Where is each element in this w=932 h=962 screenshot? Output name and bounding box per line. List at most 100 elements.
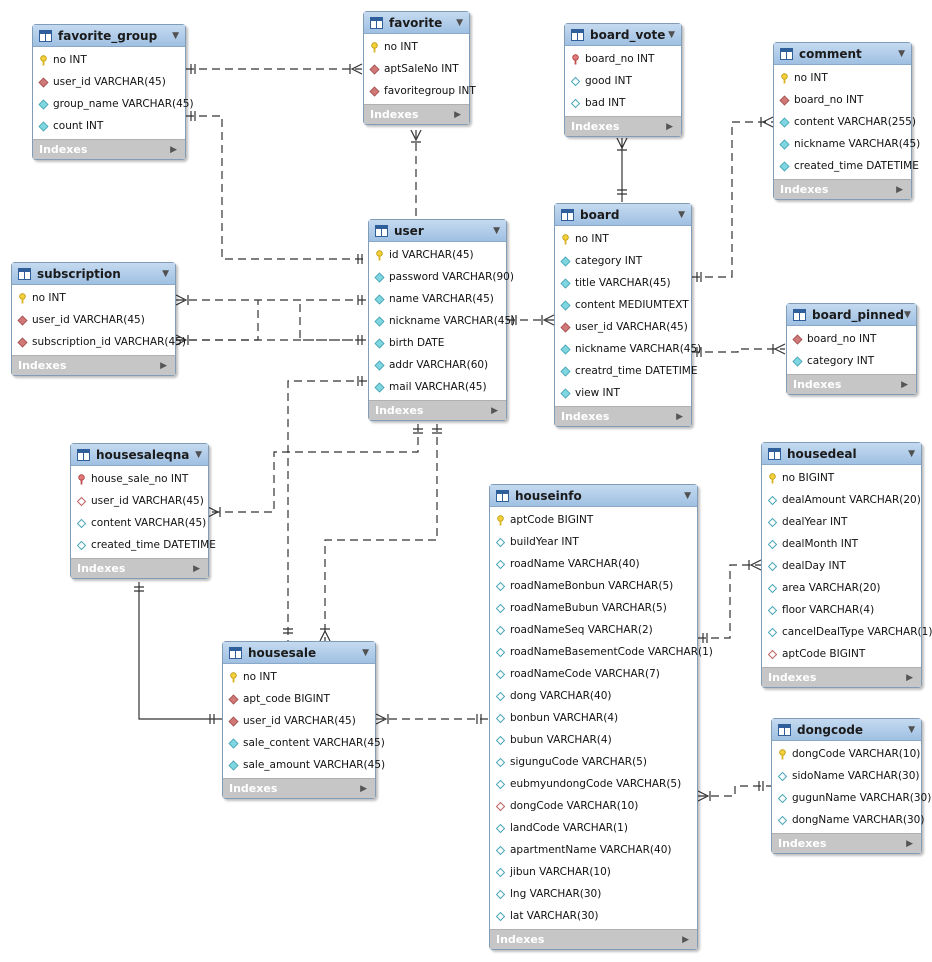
- expand-arrow-icon[interactable]: ▶: [491, 405, 498, 416]
- column-row[interactable]: board_no INT: [565, 48, 681, 70]
- column-row[interactable]: roadNameBubun VARCHAR(5): [490, 597, 697, 619]
- collapse-arrow-icon[interactable]: ▼: [172, 30, 179, 41]
- table-header[interactable]: subscription▼: [12, 263, 175, 285]
- indexes-section[interactable]: Indexes▶: [223, 778, 375, 798]
- column-row[interactable]: roadNameCode VARCHAR(7): [490, 663, 697, 685]
- table-header[interactable]: board_pinned▼: [787, 304, 916, 326]
- column-row[interactable]: dongCode VARCHAR(10): [772, 743, 921, 765]
- column-row[interactable]: user_id VARCHAR(45): [33, 71, 185, 93]
- column-row[interactable]: no INT: [223, 666, 375, 688]
- column-row[interactable]: created_time DATETIME: [774, 155, 919, 177]
- indexes-section[interactable]: Indexes▶: [33, 139, 185, 159]
- column-row[interactable]: aptSaleNo INT: [364, 58, 469, 80]
- indexes-section[interactable]: Indexes▶: [364, 104, 469, 124]
- table-dongcode[interactable]: dongcode▼dongCode VARCHAR(10)sidoName VA…: [771, 718, 931, 854]
- column-row[interactable]: eubmyundongCode VARCHAR(5): [490, 773, 697, 795]
- column-row[interactable]: bad INT: [565, 92, 681, 114]
- table-header[interactable]: dongcode▼: [772, 719, 921, 741]
- column-row[interactable]: user_id VARCHAR(45): [12, 309, 175, 331]
- indexes-section[interactable]: Indexes▶: [565, 116, 681, 136]
- column-row[interactable]: no INT: [12, 287, 175, 309]
- column-row[interactable]: aptCode BIGINT: [762, 643, 921, 665]
- column-row[interactable]: aptCode BIGINT: [490, 509, 697, 531]
- collapse-arrow-icon[interactable]: ▼: [668, 29, 675, 40]
- column-row[interactable]: dealAmount VARCHAR(20): [762, 489, 921, 511]
- collapse-arrow-icon[interactable]: ▼: [908, 724, 915, 735]
- table-header[interactable]: user▼: [369, 220, 506, 242]
- column-row[interactable]: lat VARCHAR(30): [490, 905, 697, 927]
- indexes-section[interactable]: Indexes▶: [12, 355, 175, 375]
- expand-arrow-icon[interactable]: ▶: [896, 184, 903, 195]
- collapse-arrow-icon[interactable]: ▼: [195, 449, 202, 460]
- column-row[interactable]: sale_content VARCHAR(45): [223, 732, 385, 754]
- table-header[interactable]: favorite_group▼: [33, 25, 185, 47]
- collapse-arrow-icon[interactable]: ▼: [908, 448, 915, 459]
- indexes-section[interactable]: Indexes▶: [490, 929, 697, 949]
- column-row[interactable]: password VARCHAR(90): [369, 266, 514, 288]
- column-row[interactable]: gugunName VARCHAR(30): [772, 787, 931, 809]
- column-row[interactable]: content MEDIUMTEXT: [555, 294, 691, 316]
- column-row[interactable]: category INT: [787, 350, 916, 372]
- column-row[interactable]: good INT: [565, 70, 681, 92]
- column-row[interactable]: nickname VARCHAR(45): [369, 310, 515, 332]
- column-row[interactable]: name VARCHAR(45): [369, 288, 506, 310]
- column-row[interactable]: id VARCHAR(45): [369, 244, 506, 266]
- expand-arrow-icon[interactable]: ▶: [666, 121, 673, 132]
- expand-arrow-icon[interactable]: ▶: [906, 838, 913, 849]
- collapse-arrow-icon[interactable]: ▼: [456, 17, 463, 28]
- indexes-section[interactable]: Indexes▶: [369, 400, 506, 420]
- column-row[interactable]: user_id VARCHAR(45): [71, 490, 208, 512]
- column-row[interactable]: mail VARCHAR(45): [369, 376, 506, 398]
- expand-arrow-icon[interactable]: ▶: [454, 109, 461, 120]
- column-row[interactable]: no INT: [364, 36, 469, 58]
- column-row[interactable]: board_no INT: [774, 89, 911, 111]
- column-row[interactable]: jibun VARCHAR(10): [490, 861, 697, 883]
- column-row[interactable]: category INT: [555, 250, 691, 272]
- column-row[interactable]: roadNameSeq VARCHAR(2): [490, 619, 697, 641]
- table-header[interactable]: board_vote▼: [565, 24, 681, 46]
- table-header[interactable]: housedeal▼: [762, 443, 921, 465]
- column-row[interactable]: group_name VARCHAR(45): [33, 93, 194, 115]
- expand-arrow-icon[interactable]: ▶: [170, 144, 177, 155]
- column-row[interactable]: area VARCHAR(20): [762, 577, 921, 599]
- column-row[interactable]: sale_amount VARCHAR(45): [223, 754, 385, 776]
- column-row[interactable]: dealDay INT: [762, 555, 921, 577]
- column-row[interactable]: floor VARCHAR(4): [762, 599, 921, 621]
- column-row[interactable]: dong VARCHAR(40): [490, 685, 697, 707]
- column-row[interactable]: nickname VARCHAR(45): [555, 338, 701, 360]
- column-row[interactable]: landCode VARCHAR(1): [490, 817, 697, 839]
- column-row[interactable]: user_id VARCHAR(45): [223, 710, 375, 732]
- column-row[interactable]: roadNameBasementCode VARCHAR(1): [490, 641, 713, 663]
- column-row[interactable]: addr VARCHAR(60): [369, 354, 506, 376]
- table-header[interactable]: comment▼: [774, 43, 911, 65]
- expand-arrow-icon[interactable]: ▶: [193, 563, 200, 574]
- column-row[interactable]: buildYear INT: [490, 531, 697, 553]
- column-row[interactable]: no INT: [774, 67, 911, 89]
- column-row[interactable]: birth DATE: [369, 332, 506, 354]
- column-row[interactable]: nickname VARCHAR(45): [774, 133, 920, 155]
- column-row[interactable]: dealMonth INT: [762, 533, 921, 555]
- expand-arrow-icon[interactable]: ▶: [682, 934, 689, 945]
- column-row[interactable]: dongName VARCHAR(30): [772, 809, 924, 831]
- column-row[interactable]: lng VARCHAR(30): [490, 883, 697, 905]
- collapse-arrow-icon[interactable]: ▼: [493, 225, 500, 236]
- column-row[interactable]: user_id VARCHAR(45): [555, 316, 691, 338]
- column-row[interactable]: content VARCHAR(45): [71, 512, 208, 534]
- indexes-section[interactable]: Indexes▶: [71, 558, 208, 578]
- table-header[interactable]: favorite▼: [364, 12, 469, 34]
- column-row[interactable]: no BIGINT: [762, 467, 921, 489]
- column-row[interactable]: no INT: [555, 228, 691, 250]
- collapse-arrow-icon[interactable]: ▼: [684, 490, 691, 501]
- table-header[interactable]: board▼: [555, 204, 691, 226]
- column-row[interactable]: dongCode VARCHAR(10): [490, 795, 697, 817]
- expand-arrow-icon[interactable]: ▶: [360, 783, 367, 794]
- column-row[interactable]: no INT: [33, 49, 185, 71]
- table-header[interactable]: housesaleqna▼: [71, 444, 208, 466]
